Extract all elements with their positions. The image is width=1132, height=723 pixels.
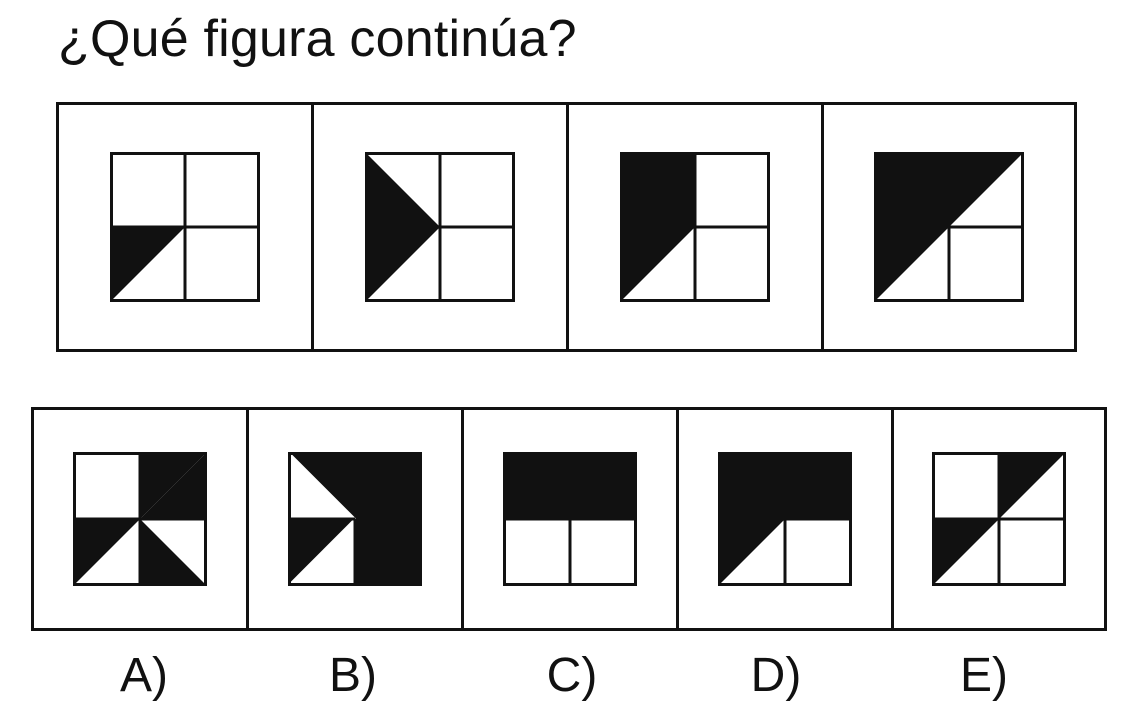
option-c[interactable] — [464, 410, 679, 628]
option-d-label: D) — [750, 649, 802, 702]
shaded-triangle — [73, 519, 140, 586]
options-panel — [31, 407, 1107, 631]
shaded-triangle — [999, 452, 1066, 519]
shaded-top-band — [503, 452, 637, 519]
sequence-cell-2 — [314, 105, 569, 349]
shaded-triangle — [110, 227, 185, 302]
sequence-figure-4 — [874, 152, 1024, 302]
option-d[interactable] — [679, 410, 894, 628]
option-e-figure — [932, 452, 1066, 586]
white-triangle — [288, 452, 355, 519]
option-c-label: C) — [546, 649, 598, 702]
sequence-panel — [56, 102, 1077, 352]
sequence-cell-1 — [59, 105, 314, 349]
sequence-figure-2 — [365, 152, 515, 302]
option-a[interactable] — [34, 410, 249, 628]
option-a-figure — [73, 452, 207, 586]
shaded-triangle — [140, 452, 207, 519]
white-triangle — [288, 519, 355, 586]
option-b[interactable] — [249, 410, 464, 628]
shaded-triangle — [140, 519, 207, 586]
sequence-cell-3 — [569, 105, 824, 349]
option-b-figure — [288, 452, 422, 586]
option-d-figure — [718, 452, 852, 586]
shaded-triangle — [932, 519, 999, 586]
option-c-figure — [503, 452, 637, 586]
option-b-label: B) — [329, 649, 377, 702]
sequence-cell-4 — [824, 105, 1074, 349]
sequence-figure-1 — [110, 152, 260, 302]
option-e-label: E) — [960, 649, 1008, 702]
question-title: ¿Qué figura continúa? — [58, 10, 577, 68]
option-a-label: A) — [120, 649, 168, 702]
option-e[interactable] — [894, 410, 1104, 628]
sequence-figure-3 — [620, 152, 770, 302]
